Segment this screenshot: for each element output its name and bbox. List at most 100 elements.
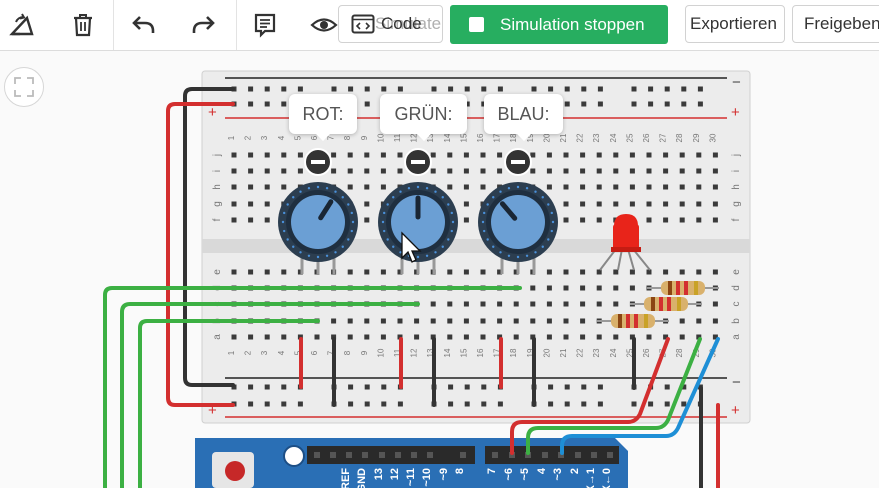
terminal-hole[interactable] bbox=[430, 334, 436, 340]
terminal-hole[interactable] bbox=[264, 269, 270, 275]
terminal-hole[interactable] bbox=[497, 269, 503, 275]
decrease-button[interactable] bbox=[304, 148, 332, 176]
rail-hole[interactable] bbox=[364, 401, 370, 407]
terminal-hole[interactable] bbox=[629, 184, 635, 190]
terminal-hole[interactable] bbox=[264, 168, 270, 174]
terminal-hole[interactable] bbox=[264, 334, 270, 340]
rail-hole[interactable] bbox=[597, 401, 603, 407]
rail-hole[interactable] bbox=[264, 384, 270, 390]
terminal-hole[interactable] bbox=[480, 318, 486, 324]
terminal-hole[interactable] bbox=[546, 269, 552, 275]
terminal-hole[interactable] bbox=[231, 334, 237, 340]
terminal-hole[interactable] bbox=[696, 318, 702, 324]
rail-hole[interactable] bbox=[248, 384, 254, 390]
terminal-hole[interactable] bbox=[463, 334, 469, 340]
terminal-hole[interactable] bbox=[530, 285, 536, 291]
terminal-hole[interactable] bbox=[646, 152, 652, 158]
terminal-hole[interactable] bbox=[712, 152, 718, 158]
terminal-hole[interactable] bbox=[613, 152, 619, 158]
rail-hole[interactable] bbox=[264, 86, 270, 92]
rail-hole[interactable] bbox=[448, 86, 454, 92]
terminal-hole[interactable] bbox=[231, 184, 237, 190]
terminal-hole[interactable] bbox=[447, 301, 453, 307]
terminal-hole[interactable] bbox=[679, 184, 685, 190]
terminal-hole[interactable] bbox=[297, 168, 303, 174]
terminal-hole[interactable] bbox=[231, 269, 237, 275]
header-pin[interactable] bbox=[346, 452, 352, 458]
terminal-hole[interactable] bbox=[712, 201, 718, 207]
terminal-hole[interactable] bbox=[513, 318, 519, 324]
terminal-hole[interactable] bbox=[563, 318, 569, 324]
terminal-hole[interactable] bbox=[463, 168, 469, 174]
terminal-hole[interactable] bbox=[646, 334, 652, 340]
wire-blue-signal[interactable] bbox=[560, 337, 720, 455]
wire-green-pot[interactable] bbox=[120, 302, 420, 488]
rail-hole[interactable] bbox=[464, 86, 470, 92]
terminal-hole[interactable] bbox=[679, 168, 685, 174]
terminal-hole[interactable] bbox=[364, 334, 370, 340]
terminal-hole[interactable] bbox=[347, 168, 353, 174]
rail-hole[interactable] bbox=[281, 86, 287, 92]
terminal-hole[interactable] bbox=[264, 201, 270, 207]
terminal-hole[interactable] bbox=[679, 318, 685, 324]
terminal-hole[interactable] bbox=[281, 184, 287, 190]
terminal-hole[interactable] bbox=[613, 301, 619, 307]
terminal-hole[interactable] bbox=[596, 285, 602, 291]
terminal-hole[interactable] bbox=[629, 201, 635, 207]
rail-hole[interactable] bbox=[681, 101, 687, 107]
rail-hole[interactable] bbox=[548, 384, 554, 390]
terminal-hole[interactable] bbox=[248, 269, 254, 275]
rail-hole[interactable] bbox=[397, 401, 403, 407]
circuit-canvas[interactable]: − + + − + + 1122334455667788991010111112… bbox=[0, 50, 879, 488]
rail-hole[interactable] bbox=[248, 101, 254, 107]
terminal-hole[interactable] bbox=[248, 168, 254, 174]
terminal-hole[interactable] bbox=[563, 285, 569, 291]
terminal-hole[interactable] bbox=[480, 152, 486, 158]
terminal-hole[interactable] bbox=[546, 318, 552, 324]
terminal-hole[interactable] bbox=[414, 334, 420, 340]
terminal-hole[interactable] bbox=[497, 301, 503, 307]
rail-hole[interactable] bbox=[481, 401, 487, 407]
terminal-hole[interactable] bbox=[580, 168, 586, 174]
terminal-hole[interactable] bbox=[530, 168, 536, 174]
wire-black-rail[interactable] bbox=[183, 87, 235, 387]
terminal-hole[interactable] bbox=[463, 184, 469, 190]
terminal-hole[interactable] bbox=[380, 269, 386, 275]
terminal-hole[interactable] bbox=[629, 269, 635, 275]
undo-icon[interactable] bbox=[126, 7, 162, 43]
rail-hole[interactable] bbox=[531, 86, 537, 92]
terminal-hole[interactable] bbox=[281, 152, 287, 158]
rail-hole[interactable] bbox=[448, 384, 454, 390]
rail-hole[interactable] bbox=[581, 401, 587, 407]
header-pin[interactable] bbox=[411, 452, 417, 458]
terminal-hole[interactable] bbox=[663, 168, 669, 174]
terminal-hole[interactable] bbox=[696, 269, 702, 275]
terminal-hole[interactable] bbox=[679, 269, 685, 275]
terminal-hole[interactable] bbox=[580, 201, 586, 207]
terminal-hole[interactable] bbox=[447, 334, 453, 340]
terminal-hole[interactable] bbox=[347, 152, 353, 158]
potentiometer[interactable] bbox=[378, 148, 458, 274]
rail-hole[interactable] bbox=[248, 86, 254, 92]
eye-icon[interactable] bbox=[306, 7, 342, 43]
terminal-hole[interactable] bbox=[364, 217, 370, 223]
header-pin[interactable] bbox=[379, 452, 385, 458]
terminal-hole[interactable] bbox=[530, 318, 536, 324]
rail-hole[interactable] bbox=[497, 401, 503, 407]
terminal-hole[interactable] bbox=[580, 334, 586, 340]
rail-hole[interactable] bbox=[348, 401, 354, 407]
terminal-hole[interactable] bbox=[712, 334, 718, 340]
code-button[interactable]: Simulate Code bbox=[338, 5, 443, 43]
terminal-hole[interactable] bbox=[563, 334, 569, 340]
redo-icon[interactable] bbox=[185, 7, 221, 43]
terminal-hole[interactable] bbox=[596, 217, 602, 223]
rail-hole[interactable] bbox=[648, 101, 654, 107]
rail-hole[interactable] bbox=[281, 101, 287, 107]
terminal-hole[interactable] bbox=[380, 168, 386, 174]
terminal-hole[interactable] bbox=[397, 334, 403, 340]
terminal-hole[interactable] bbox=[613, 184, 619, 190]
fit-view-button[interactable] bbox=[4, 67, 44, 107]
header-pin[interactable] bbox=[395, 452, 401, 458]
rail-hole[interactable] bbox=[597, 86, 603, 92]
rail-hole[interactable] bbox=[631, 101, 637, 107]
